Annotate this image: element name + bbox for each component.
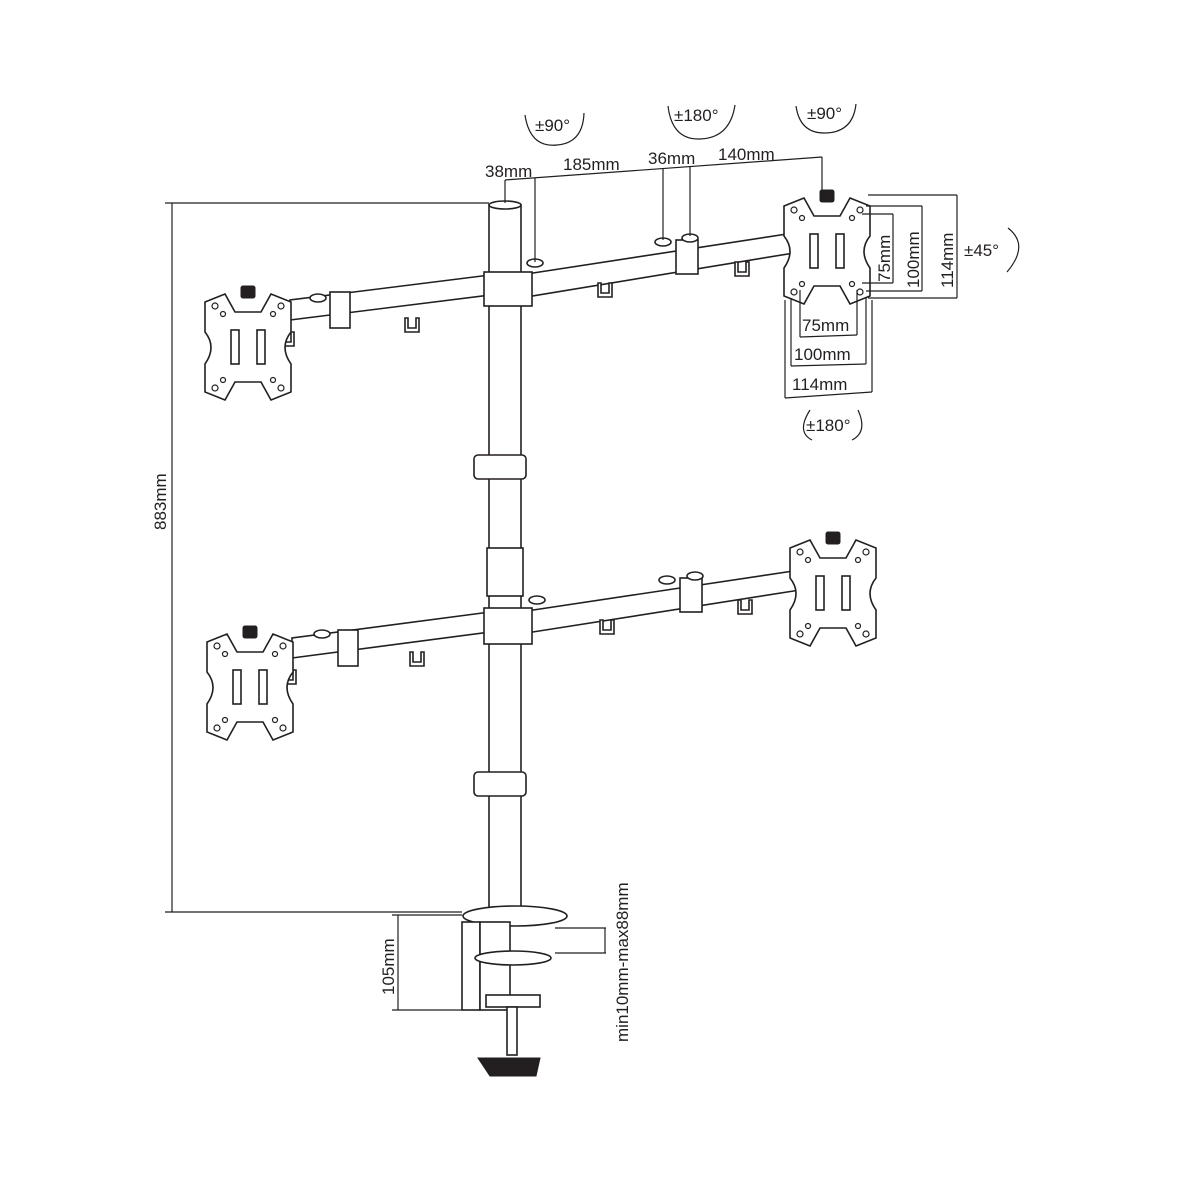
seg-label-38: 38mm [485, 162, 532, 181]
lower-hub [483, 607, 533, 645]
rotation-middle-joint: ±180° [667, 104, 736, 140]
vesa-v-75: 75mm [875, 235, 894, 282]
rotation-label: ±180° [674, 106, 719, 125]
vesa-h-75: 75mm [802, 316, 849, 335]
height-dimension: 883mm [151, 202, 489, 913]
vesa-vertical-dimensions: 75mm 100mm 114mm [862, 194, 958, 299]
rotation-label: ±90° [807, 104, 842, 123]
vesa-v-114: 114mm [938, 233, 957, 288]
vesa-horizontal-dimensions: 75mm 100mm 114mm [784, 290, 873, 399]
clamp-height-label: 105mm [379, 938, 398, 995]
rotation-plate: ±180° [802, 409, 863, 441]
clamp-knob [477, 1057, 541, 1077]
rotate-arrow-icon [524, 112, 585, 146]
desk-thickness-dimension: min10mm-max88mm [555, 882, 632, 1042]
rotate-arrow-icon [667, 104, 736, 140]
lower-left-arm [281, 611, 491, 685]
rotate-arrow-icon [795, 103, 857, 134]
seg-label-185: 185mm [563, 155, 620, 174]
arm-length-dimension: 38mm 185mm 36mm 140mm [485, 145, 823, 262]
lower-right-arm [519, 569, 801, 635]
clamp-height-dimension: 105mm [379, 914, 462, 1011]
rotation-label: ±180° [806, 416, 851, 435]
desk-thickness-label: min10mm-max88mm [613, 882, 632, 1042]
upper-right-arm [519, 231, 801, 299]
upper-left-arm [279, 274, 491, 347]
vesa-plate-lower-left [206, 625, 294, 741]
collar-upper [473, 454, 527, 480]
vesa-v-100: 100mm [904, 231, 923, 288]
vesa-h-114: 114mm [792, 375, 847, 394]
height-label: 883mm [151, 473, 170, 530]
seg-label-36: 36mm [648, 149, 695, 168]
rotate-arrow-icon [1006, 227, 1020, 273]
vesa-plate-upper-right [783, 189, 871, 305]
desk-clamp [461, 905, 568, 1077]
rotation-arm-joint: ±90° [524, 112, 585, 146]
vesa-plate-lower-right [789, 531, 877, 647]
pole [486, 200, 524, 913]
upper-hub [483, 271, 533, 307]
seg-label-140: 140mm [718, 145, 775, 164]
rotation-label: ±90° [535, 116, 570, 135]
vesa-plate-upper-left [204, 285, 292, 401]
rotation-head: ±90° [795, 103, 857, 134]
rotate-arrow-icon [802, 409, 863, 441]
collar-lower [473, 771, 527, 797]
rotation-label: ±45° [964, 241, 999, 260]
rotation-tilt: ±45° [964, 227, 1020, 273]
vesa-h-100: 100mm [794, 345, 851, 364]
